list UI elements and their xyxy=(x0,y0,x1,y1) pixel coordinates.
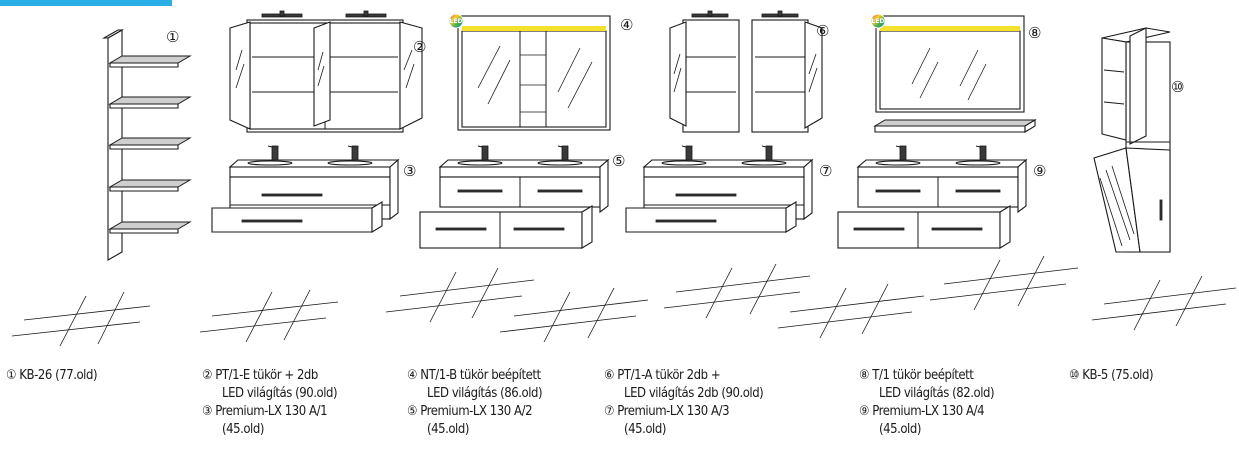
caption-line: ⑧ T/1 tükör beépített xyxy=(859,368,974,383)
caption-line: ③ Premium-LX 130 A/1 xyxy=(202,404,328,419)
caption-t1-premium-a4: ⑧ T/1 tükör beépített LED világítás (82.… xyxy=(859,367,995,439)
caption-pt1a-premium-a3: ⑥ PT/1-A tükör 2db + LED világítás 2db (… xyxy=(604,367,764,439)
vanity-premium-lx-a2 xyxy=(419,145,610,249)
caption-line: ⑤ Premium-LX 130 A/2 xyxy=(407,404,533,419)
caption-nt1b-premium-a2: ④ NT/1-B tükör beépített LED világítás (… xyxy=(407,367,543,439)
glass-shelf xyxy=(873,119,1037,133)
floor-grid-3 xyxy=(385,267,649,343)
mirror-t1-led xyxy=(870,13,1037,133)
caption-line: LED világítás (86.old) xyxy=(427,386,543,401)
caption-line: (45.old) xyxy=(879,422,921,437)
caption-line: ④ NT/1-B tükör beépített xyxy=(407,368,541,383)
floor-grid-2 xyxy=(199,289,339,343)
floor-grid-5 xyxy=(929,255,1079,311)
caption-line: LED világítás 2db (90.old) xyxy=(624,386,764,401)
vanity-premium-lx-a4 xyxy=(837,145,1028,249)
caption-line: ⑩ KB-5 (75.old) xyxy=(1069,368,1154,383)
mirror-cabinet-pt1e xyxy=(229,10,423,133)
marker-1: ① xyxy=(166,28,179,46)
marker-10: ⑩ xyxy=(1171,78,1184,96)
floor-grid-4 xyxy=(663,263,925,339)
floor-grid-6 xyxy=(1091,275,1237,331)
caption-line: (45.old) xyxy=(624,422,666,437)
header-accent-tab xyxy=(0,0,172,6)
mirror-cabinet-pt1a-left xyxy=(669,10,740,133)
caption-line: ⑨ Premium-LX 130 A/4 xyxy=(859,404,985,419)
caption-line: ① KB-26 (77.old) xyxy=(6,368,98,383)
caption-line: (45.old) xyxy=(427,422,469,437)
shelf-boards xyxy=(108,55,192,234)
caption-line: (45.old) xyxy=(222,422,264,437)
caption-line: LED világítás (82.old) xyxy=(879,386,995,401)
caption-pt1e-premium-a1: ② PT/1-E tükör + 2db LED világítás (90.o… xyxy=(202,367,338,439)
marker-8: ⑧ xyxy=(1028,24,1041,42)
mirror-cabinet-pt1a-right xyxy=(751,10,823,133)
marker-5: ⑤ xyxy=(612,152,625,170)
floor-grid-1 xyxy=(11,291,151,347)
marker-4: ④ xyxy=(620,16,633,34)
marker-9: ⑨ xyxy=(1033,162,1046,180)
led-badge-label: LED xyxy=(450,18,463,25)
led-badge-label: LED xyxy=(872,18,885,25)
mirror-nt1b-led xyxy=(448,13,611,131)
caption-line: ② PT/1-E tükör + 2db xyxy=(202,368,318,383)
caption-line: ⑦ Premium-LX 130 A/3 xyxy=(604,404,730,419)
vanity-premium-lx-a3 xyxy=(625,145,814,233)
shelf-kb26 xyxy=(101,29,192,261)
marker-3: ③ xyxy=(403,162,416,180)
caption-line: ⑥ PT/1-A tükör 2db + xyxy=(604,368,721,383)
caption-line: LED világítás (90.old) xyxy=(222,386,338,401)
caption-kb26: ① KB-26 (77.old) xyxy=(6,367,98,385)
caption-kb5: ⑩ KB-5 (75.old) xyxy=(1069,367,1154,385)
marker-2: ② xyxy=(413,38,426,56)
vanity-premium-lx-a1 xyxy=(211,145,400,233)
marker-6: ⑥ xyxy=(816,22,829,40)
tall-cabinet-kb5 xyxy=(1093,27,1171,253)
marker-7: ⑦ xyxy=(819,162,832,180)
